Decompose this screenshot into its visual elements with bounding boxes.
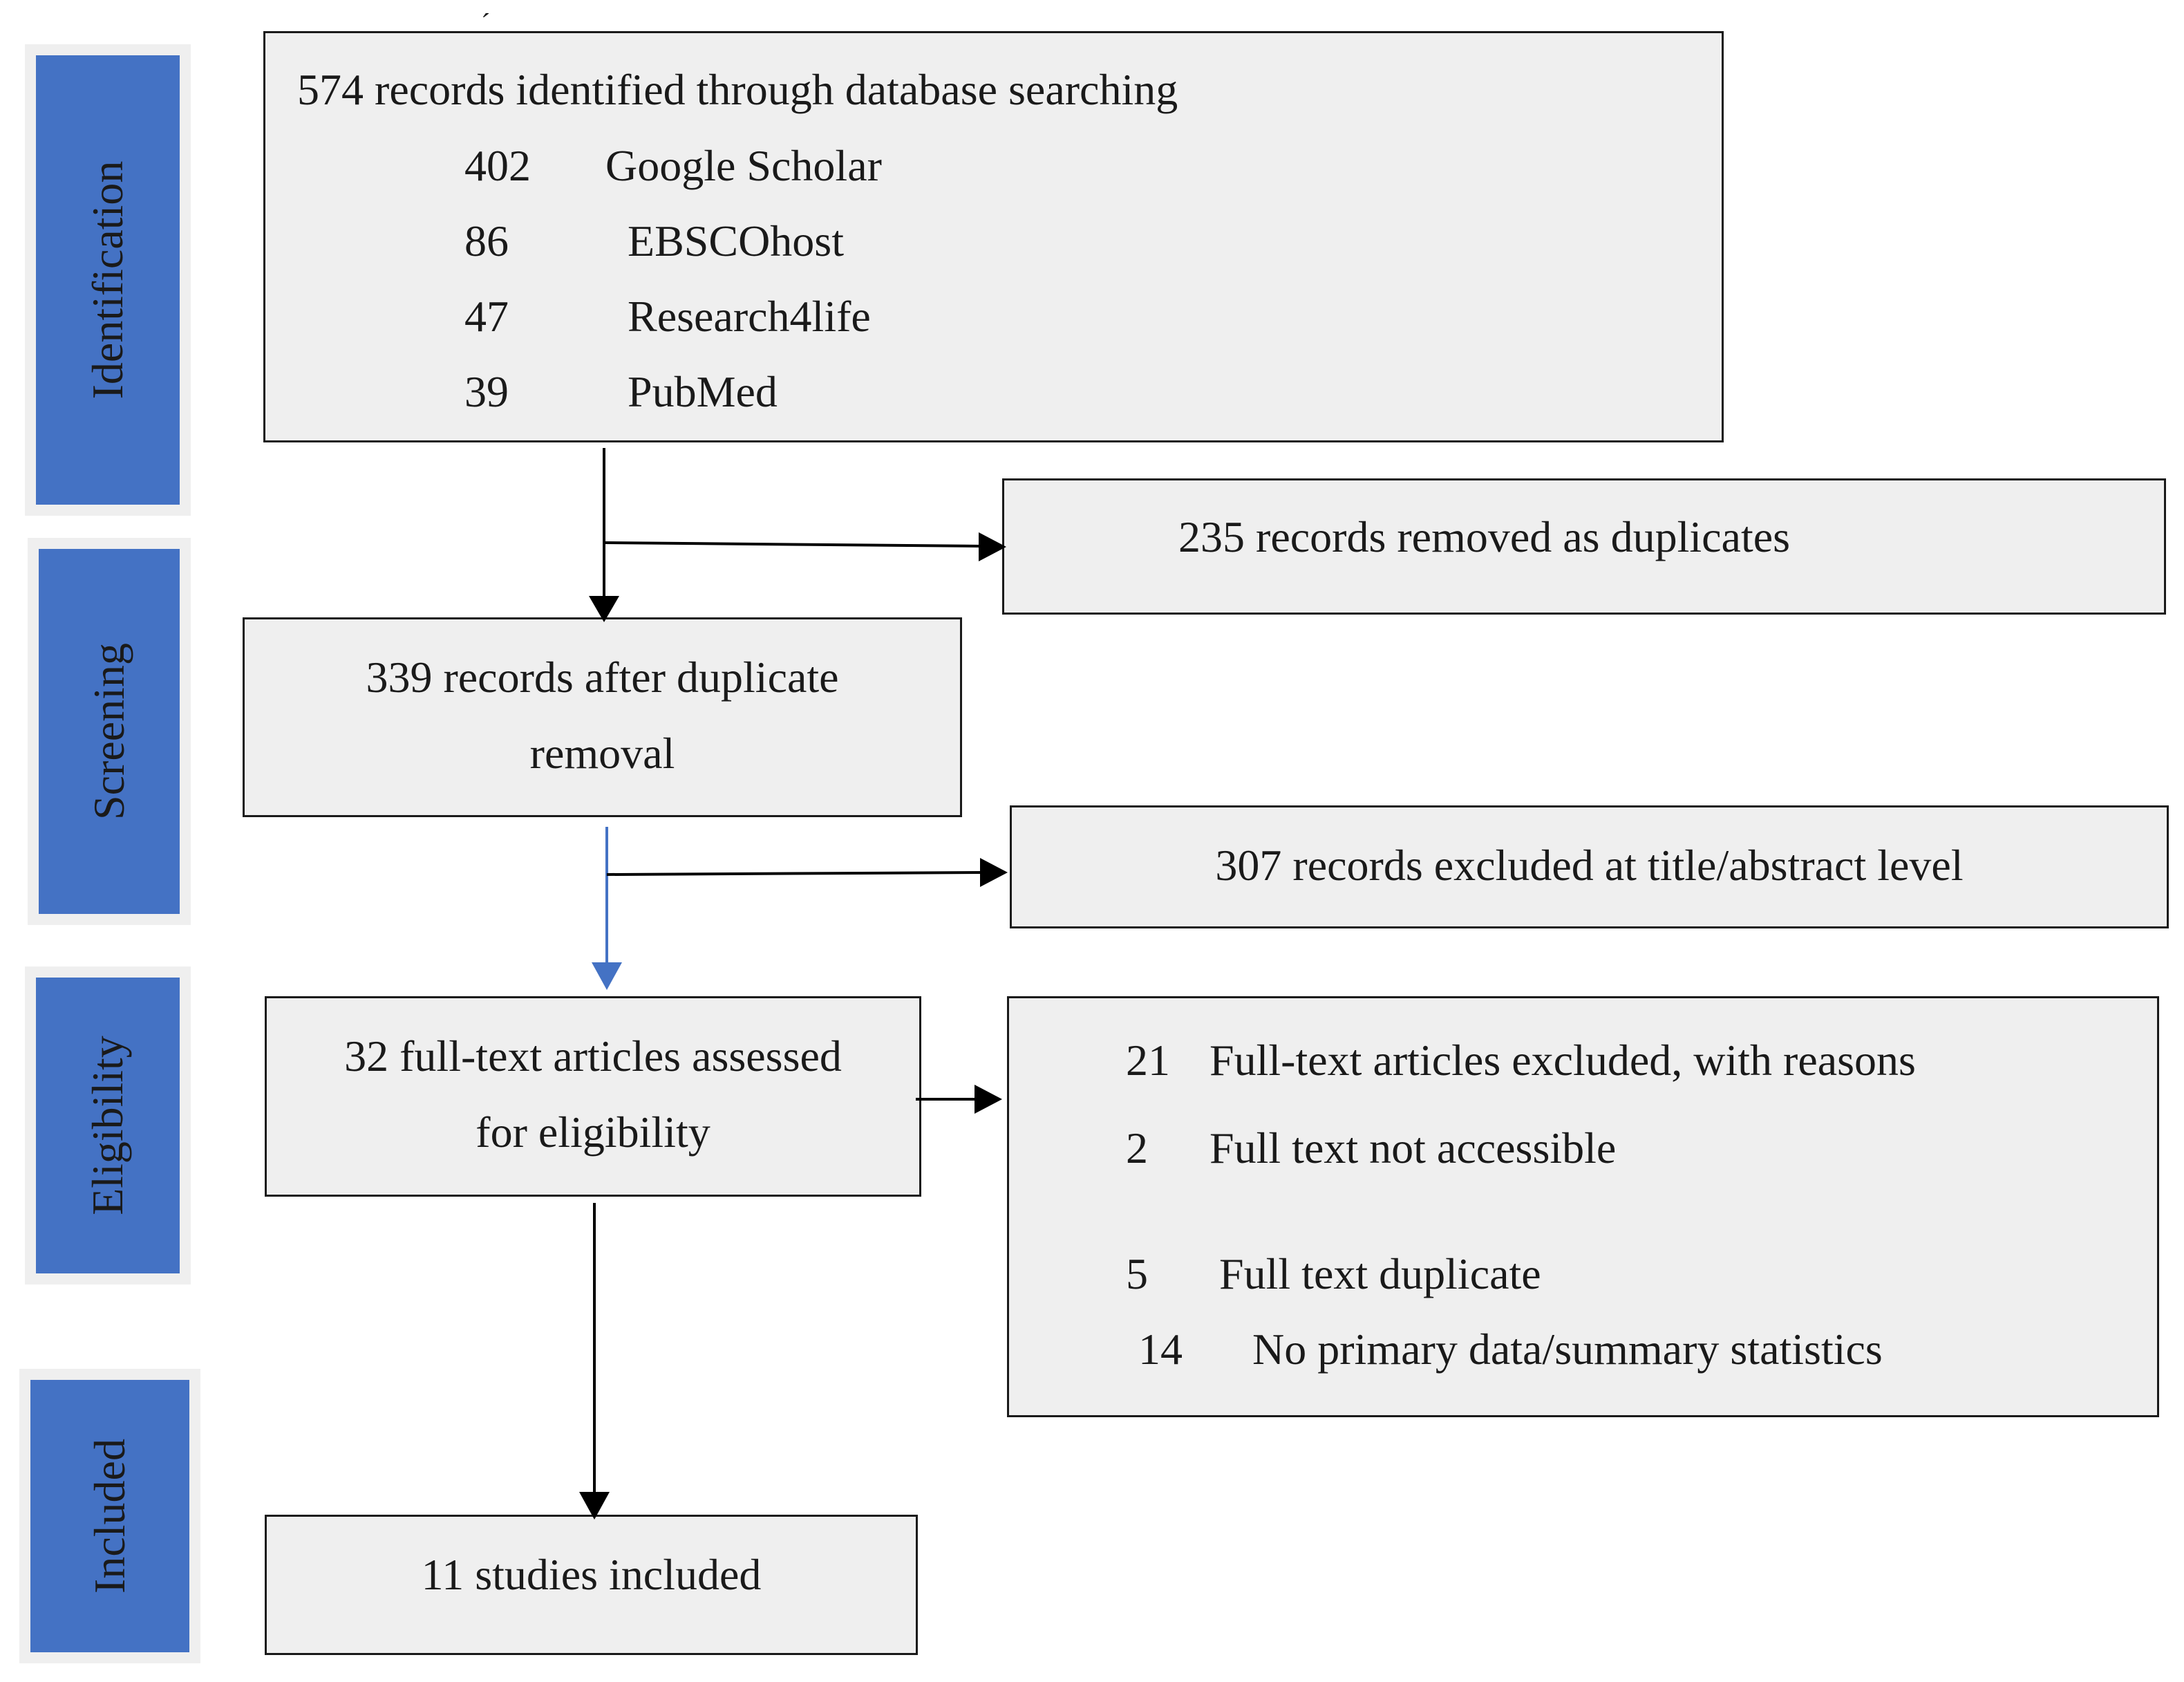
stage-included: Included: [19, 1369, 200, 1663]
stage-eligibility: Eligibility: [25, 966, 191, 1284]
arrow-head-to-full-text-excluded: [975, 1085, 1002, 1114]
full-text-assessed-line2: for eligibility: [476, 1108, 710, 1157]
stage-identification: Identification: [25, 44, 191, 516]
excluded-count-total: 21: [1126, 1036, 1170, 1085]
duplicates-removed-text: 235 records removed as duplicates: [1178, 512, 1791, 561]
source-name-google-scholar: Google Scholar: [605, 141, 882, 190]
excluded-count-not-accessible: 2: [1126, 1123, 1148, 1172]
source-count-research4life: 47: [464, 292, 509, 341]
duplicates-removed-box: 235 records removed as duplicates: [1002, 478, 2166, 615]
excluded-title-abstract-box: 307 records excluded at title/abstract l…: [1010, 805, 2169, 928]
after-duplicates-box: 339 records after duplicate removal: [243, 617, 962, 817]
source-count-pubmed: 39: [464, 367, 509, 416]
arrow-head-to-duplicates: [979, 532, 1006, 561]
full-text-excluded-box: 21 Full-text articles excluded, with rea…: [1007, 996, 2159, 1417]
excluded-reason-no-primary-data: No primary data/summary statistics: [1252, 1325, 1883, 1374]
source-name-pubmed: PubMed: [628, 367, 778, 416]
arrow-head-to-included: [579, 1492, 610, 1520]
excluded-reason-duplicate: Full text duplicate: [1219, 1249, 1541, 1298]
stray-mark: ´: [481, 8, 491, 39]
arrow-head-to-excluded-title-abstract: [980, 858, 1008, 887]
excluded-reason-total: Full-text articles excluded, with reason…: [1209, 1036, 1916, 1085]
source-name-ebscohost: EBSCOhost: [628, 216, 844, 265]
source-count-google-scholar: 402: [464, 141, 531, 190]
source-count-ebscohost: 86: [464, 216, 509, 265]
full-text-assessed-line1: 32 full-text articles assessed: [344, 1031, 842, 1081]
identified-records-box: 574 records identified through database …: [263, 31, 1724, 442]
full-text-assessed-box: 32 full-text articles assessed for eligi…: [265, 996, 921, 1197]
arrow-to-duplicates: [603, 541, 982, 548]
excluded-count-duplicate: 5: [1126, 1249, 1148, 1298]
arrow-head-to-eligibility: [592, 962, 622, 990]
included-box: 11 studies included: [265, 1515, 918, 1655]
after-duplicates-line1: 339 records after duplicate: [366, 653, 839, 702]
identified-title: 574 records identified through database …: [297, 65, 1178, 114]
included-text: 11 studies included: [421, 1550, 762, 1599]
excluded-reason-not-accessible: Full text not accessible: [1209, 1123, 1617, 1172]
excluded-title-abstract-text: 307 records excluded at title/abstract l…: [1215, 841, 1964, 890]
arrow-to-excluded-title-abstract: [606, 871, 985, 876]
excluded-count-no-primary-data: 14: [1138, 1325, 1183, 1374]
stage-screening: Screening: [28, 538, 191, 925]
arrow-head-to-screening: [589, 596, 619, 622]
source-name-research4life: Research4life: [628, 292, 871, 341]
after-duplicates-line2: removal: [529, 729, 675, 778]
